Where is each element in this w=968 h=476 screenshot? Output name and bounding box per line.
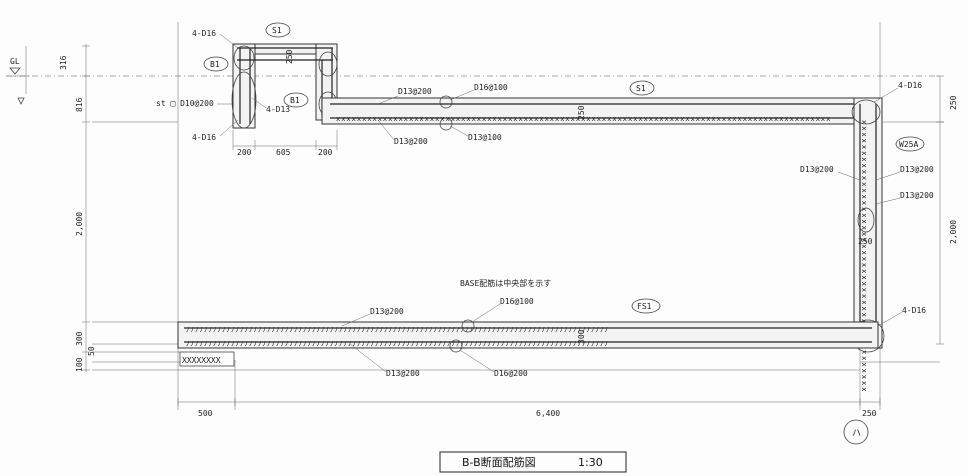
upper-beam: 200 605 200 250 4-D16 4-D16 4-D13 st □ D…: [156, 22, 338, 157]
gl-label: GL: [10, 57, 20, 66]
base-ticks-bottom: ﾉﾉﾉﾉﾉﾉﾉﾉﾉﾉﾉﾉﾉﾉﾉﾉﾉﾉﾉﾉﾉﾉﾉﾉﾉﾉﾉﾉﾉﾉﾉﾉﾉﾉﾉﾉﾉﾉﾉﾉ…: [186, 340, 609, 348]
dim-left-100: 100: [75, 357, 84, 372]
dim-wall-250: 250: [858, 237, 873, 246]
label-base-top-d16: D16@100: [500, 297, 534, 306]
mark-s1-main: S1: [636, 84, 646, 93]
dim-bottom-250: 250: [862, 409, 877, 418]
right-wall: xxxxxxxxxxxxxxxxxxxxxxxxxxxxxxxxxxxxxxxx…: [800, 81, 934, 393]
dim-slab-250: 250: [577, 105, 586, 120]
label-stirrup: st □ D10@200: [156, 99, 214, 108]
dim-beam-200b: 200: [318, 148, 333, 157]
mark-b1-inner: B1: [290, 96, 300, 105]
label-slab-top-d16: D16@100: [474, 83, 508, 92]
title-box: B-B断面配筋図 1:30: [439, 451, 627, 473]
dim-right-250: 250: [949, 95, 958, 110]
dim-bottom-500: 500: [198, 409, 213, 418]
label-base-bot-d13: D13@200: [386, 369, 420, 378]
grid-mark: ハ: [843, 419, 869, 445]
label-slab-bot-d13: D13@200: [394, 137, 428, 146]
dim-left-300: 300: [75, 331, 84, 346]
dim-left-2000: 2,000: [75, 212, 84, 236]
label-base-bot-d16: D16@200: [494, 369, 528, 378]
label-4d16-top: 4-D16: [192, 29, 216, 38]
mark-fs1: FS1: [637, 302, 652, 311]
label-wall-d13-right1: D13@200: [900, 165, 934, 174]
grid-mark-label: ハ: [852, 429, 861, 439]
base-ticks: ﾉﾉﾉﾉﾉﾉﾉﾉﾉﾉﾉﾉﾉﾉﾉﾉﾉﾉﾉﾉﾉﾉﾉﾉﾉﾉﾉﾉﾉﾉﾉﾉﾉﾉﾉﾉﾉﾉﾉﾉ…: [186, 326, 609, 334]
base-note: BASE配筋は中央部を示す: [460, 278, 551, 288]
roof-slab: xxxxxxxxxxxxxxxxxxxxxxxxxxxxxxxxxxxxxxxx…: [321, 80, 871, 146]
dim-left-316: 316: [59, 55, 68, 70]
wall-ticks: xxxxxxxxxxxxxxxxxxxxxxxxxxxxxxxxxxxxxxxx…: [860, 120, 868, 393]
label-4d16-bottom: 4-D16: [192, 133, 216, 142]
bottom-dimensions: 500 6,400 250: [177, 398, 881, 418]
dim-left-50: 50: [87, 346, 96, 356]
label-wall-4d16-bottom: 4-D16: [902, 306, 926, 315]
gl-marker: GL: [6, 57, 30, 105]
drawing-title: B-B断面配筋図: [462, 455, 536, 469]
dim-beam-605: 605: [276, 148, 291, 157]
label-wall-d13-right2: D13@200: [900, 191, 934, 200]
label-wall-d13-left: D13@200: [800, 165, 834, 174]
label-slab-top-d13: D13@200: [398, 87, 432, 96]
right-dimensions: 250 2,000: [882, 75, 958, 345]
dim-base-300: 300: [577, 329, 586, 344]
mark-b1-outer: B1: [210, 60, 220, 69]
left-dimensions: 316 816 2,000 300 50 100: [59, 44, 96, 372]
dim-beam-250: 250: [285, 49, 294, 64]
mark-w25a: W25A: [899, 140, 918, 149]
label-base-top-d13: D13@200: [370, 307, 404, 316]
label-slab-bot-d13b: D13@100: [468, 133, 502, 142]
base-slab: ﾉﾉﾉﾉﾉﾉﾉﾉﾉﾉﾉﾉﾉﾉﾉﾉﾉﾉﾉﾉﾉﾉﾉﾉﾉﾉﾉﾉﾉﾉﾉﾉﾉﾉﾉﾉﾉﾉﾉﾉ…: [177, 278, 879, 378]
roof-ticks: xxxxxxxxxxxxxxxxxxxxxxxxxxxxxxxxxxxxxxxx…: [336, 115, 831, 123]
dim-right-2000: 2,000: [949, 220, 958, 244]
dim-bottom-6400: 6,400: [536, 409, 560, 418]
label-wall-4d16-top: 4-D16: [898, 81, 922, 90]
dim-left-816: 816: [75, 97, 84, 112]
drawing-scale: 1:30: [578, 456, 603, 469]
mark-s1-top: S1: [272, 26, 282, 35]
dim-beam-200a: 200: [237, 148, 252, 157]
label-4d13: 4-D13: [266, 105, 290, 114]
base-hatch: XXXXXXXX: [182, 356, 221, 365]
reference-lines: [6, 22, 940, 410]
